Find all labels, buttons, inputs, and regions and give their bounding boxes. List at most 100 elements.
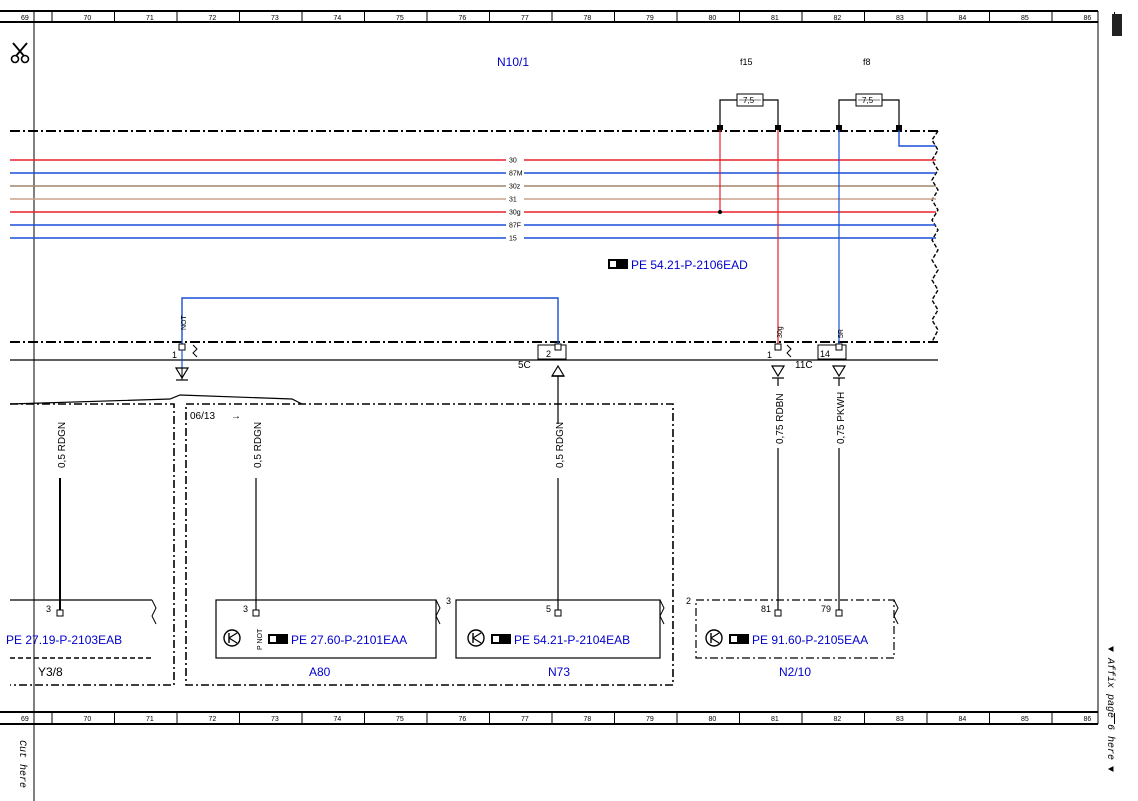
n2-10-group-pin: 2 <box>686 596 691 606</box>
crossref-06-13[interactable]: 06/13 <box>190 411 215 422</box>
top-ruler-col-label: 72 <box>209 15 217 22</box>
a80-pin: 3 <box>243 604 248 614</box>
pin-1-right: 1 <box>767 350 772 360</box>
group-y3-8-boundary <box>10 403 175 686</box>
bottom-ruler-col-label: 79 <box>646 716 654 723</box>
ref-a80[interactable]: PE 27.60-P-2101EAA <box>291 633 407 647</box>
component-a80: 3 P NOT PE 27.60-P-2101EAA 3 A80 <box>215 596 451 679</box>
bottom-ruler-col-label: 86 <box>1084 716 1092 723</box>
top-ruler-col-label: 84 <box>959 15 967 22</box>
transistor-icon <box>467 629 485 647</box>
pin-2: 2 <box>546 349 551 359</box>
ref-pointer-icon <box>608 259 628 269</box>
bottom-ruler-col-label: 78 <box>584 716 592 723</box>
conn-5r-label: 5R <box>838 329 845 338</box>
fuse-f15-label: f15 <box>740 57 753 67</box>
fuse-f8: 7,5 <box>836 93 902 130</box>
component-y3-8-name: Y3/8 <box>38 665 63 679</box>
ref-pointer-icon <box>268 634 288 644</box>
wire-label-1: 0,5 RDGN <box>57 422 68 468</box>
top-ruler-col-label: 85 <box>1021 15 1029 22</box>
bottom-ruler-col-label: 84 <box>959 716 967 723</box>
top-ruler-col-label: 86 <box>1084 15 1092 22</box>
ref-pointer-icon <box>491 634 511 644</box>
bottom-ruler-col-label: 70 <box>84 716 92 723</box>
top-ruler-col-label: 70 <box>84 15 92 22</box>
fuse-f15: 7,5 <box>717 93 781 130</box>
ref-n2-10[interactable]: PE 91.60-P-2105EAA <box>752 633 868 647</box>
ref-n73[interactable]: PE 54.21-P-2104EAB <box>514 633 630 647</box>
component-y3-8: 3 PE 27.19-P-2103EAB Y3/8 <box>6 599 157 679</box>
wire-label-2: 0,5 RDGN <box>253 422 264 468</box>
connector-14: 14 5R <box>817 329 847 379</box>
fuse-f15-rating: 7,5 <box>743 96 755 105</box>
bottom-ruler-col-label: 85 <box>1021 716 1029 723</box>
page-tab-marker <box>1112 14 1122 36</box>
bottom-ruler-col-label: 82 <box>834 716 842 723</box>
a80-pin-label: P NOT <box>257 628 264 650</box>
conn-11c-label: 11C <box>795 360 813 371</box>
ref-y3-8[interactable]: PE 27.19-P-2103EAB <box>6 633 122 647</box>
bus-label-87F: 87F <box>509 223 521 230</box>
bottom-ruler-col-label: 69 <box>21 716 29 723</box>
fuse-f8-label: f8 <box>863 57 871 67</box>
crossref-arrow-icon: → <box>231 411 241 422</box>
module-label-n10-1: N10/1 <box>497 55 529 69</box>
n2-10-pin-79: 79 <box>821 604 831 614</box>
top-ruler-col-label: 83 <box>896 15 904 22</box>
pin-1-left: 1 <box>172 350 177 360</box>
top-ruler-col-label: 81 <box>771 15 779 22</box>
f8-feed-wire <box>898 130 936 147</box>
bottom-ruler-col-label: 74 <box>334 716 342 723</box>
bottom-ruler-col-label: 77 <box>521 716 529 723</box>
top-ruler-col-label: 79 <box>646 15 654 22</box>
wire-label-5: 0,75 PKWH <box>836 392 847 444</box>
ref-link-main[interactable]: PE 54.21-P-2106EAD <box>608 258 748 272</box>
conn-30g-label: 30g <box>777 326 784 338</box>
ref-main-text[interactable]: PE 54.21-P-2106EAD <box>631 258 748 272</box>
component-a80-name: A80 <box>309 665 331 679</box>
a80-group-pin: 3 <box>446 596 451 606</box>
component-n2-10-name: N2/10 <box>779 665 811 679</box>
top-ruler-col-label: 77 <box>521 15 529 22</box>
bottom-ruler-col-label: 76 <box>459 716 467 723</box>
connector-left-1: 1 <box>172 343 198 381</box>
bottom-ruler-col-label: 83 <box>896 716 904 723</box>
scissors-icon <box>10 42 30 64</box>
bus-label-87M: 87M <box>509 171 523 178</box>
bottom-ruler-col-label: 72 <box>209 716 217 723</box>
group-a80-n73-boundary <box>185 403 674 686</box>
top-ruler-col-label: 74 <box>334 15 342 22</box>
component-n2-10: 2 81 79 PE 91.60-P-2105EAA N2/10 <box>686 596 899 679</box>
bottom-ruler-col-label: 80 <box>709 716 717 723</box>
top-ruler-col-label: 82 <box>834 15 842 22</box>
y3-8-pin: 3 <box>46 604 51 614</box>
bus-label-31: 31 <box>509 197 517 204</box>
fuse-f8-rating: 7,5 <box>862 96 874 105</box>
not-signal-wire <box>181 297 559 345</box>
bottom-ruler-col-label: 71 <box>146 716 154 723</box>
bottom-ruler-col-label: 73 <box>271 716 279 723</box>
bus-label-15: 15 <box>509 236 517 243</box>
component-n73: 5 PE 54.21-P-2104EAB N73 <box>455 599 665 679</box>
group-bracket <box>9 394 303 405</box>
top-ruler-col-label: 75 <box>396 15 404 22</box>
top-ruler-col-label: 69 <box>21 15 29 22</box>
top-ruler-col-label: 71 <box>146 15 154 22</box>
cut-here-label: Cut here <box>16 740 28 788</box>
wire-label-4: 0,75 RDBN <box>775 393 786 444</box>
n73-pin: 5 <box>546 604 551 614</box>
top-ruler-col-label: 80 <box>709 15 717 22</box>
affix-page-label: ▼ Affix page 6 here ▼ <box>1104 646 1116 772</box>
transistor-icon <box>705 629 723 647</box>
bottom-ruler-col-label: 81 <box>771 716 779 723</box>
transistor-icon <box>223 629 241 647</box>
ref-pointer-icon <box>729 634 749 644</box>
n2-10-pin-81: 81 <box>761 604 771 614</box>
pin-14: 14 <box>820 349 830 359</box>
top-ruler-col-label: 76 <box>459 15 467 22</box>
